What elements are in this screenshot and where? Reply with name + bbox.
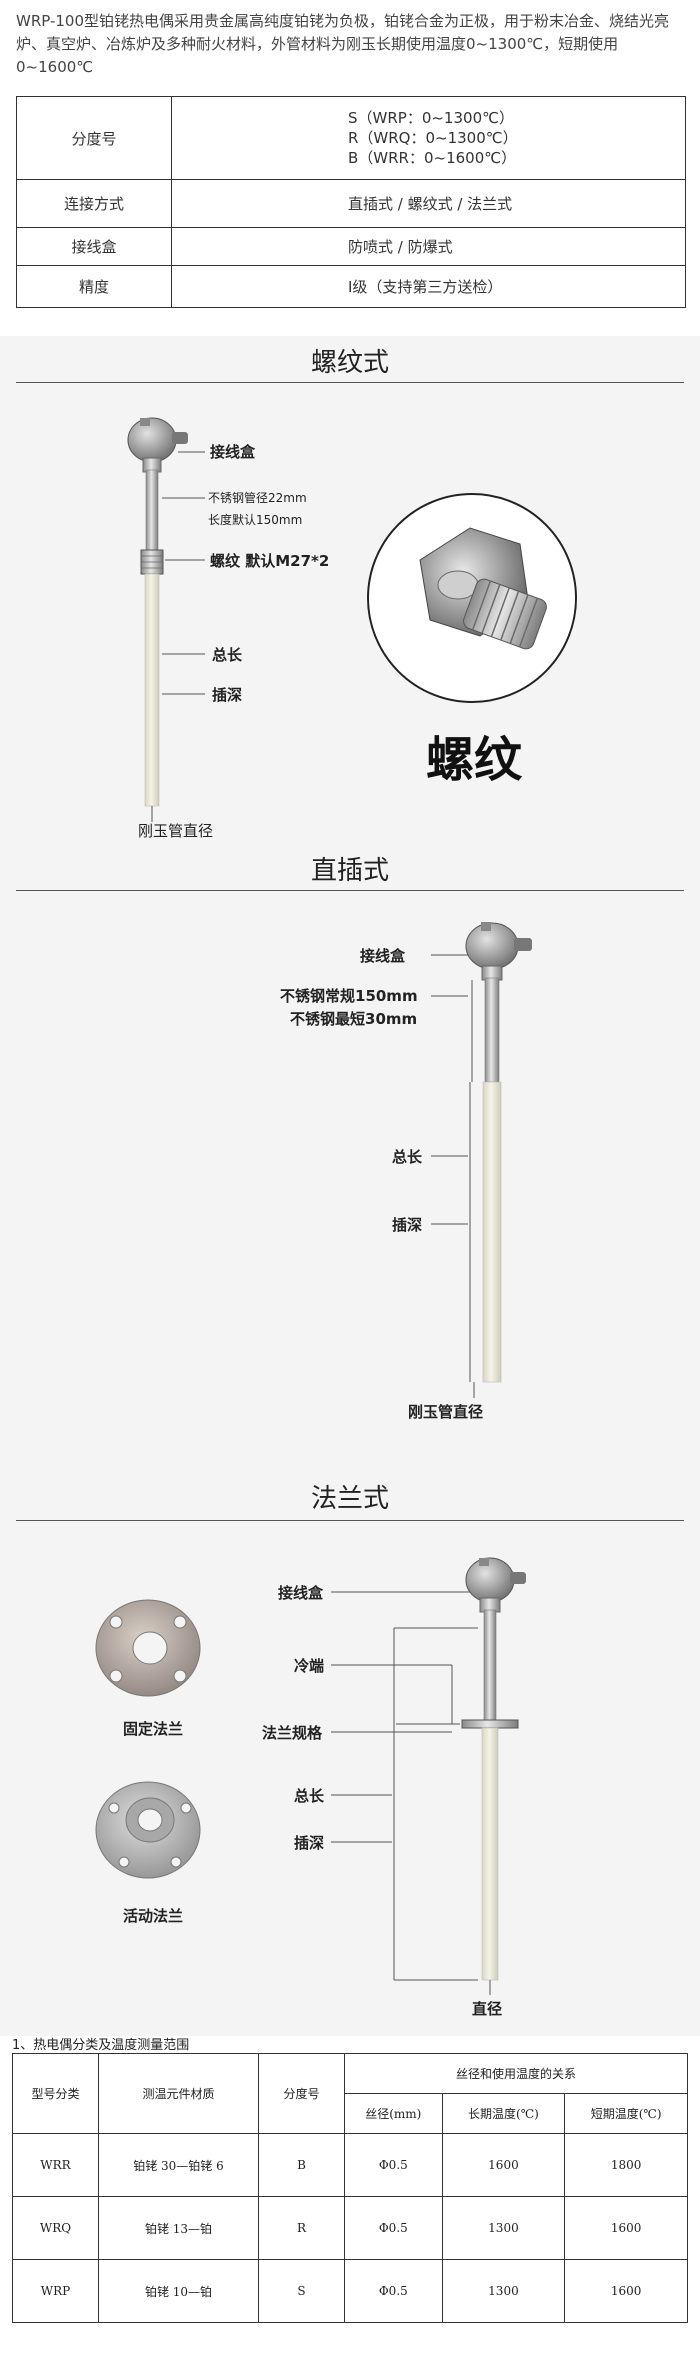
spec-line: S（WRP：0~1300℃） [348,109,514,127]
spec-key: 分度号 [16,96,172,180]
flange-rule [16,1520,684,1521]
fixed-flange-caption: 固定法兰 [123,1720,184,1738]
straight-thermocouple [431,922,532,1398]
table-header: 型号分类 [12,2053,99,2134]
spec-table: 分度号 S（WRP：0~1300℃） R（WRQ：0~1300℃） B（WRR：… [16,96,686,308]
threaded-tube-label: 不锈钢管径22mm [208,491,307,505]
straight-title: 直插式 [310,856,389,886]
table-subheader: 长期温度(℃) [441,2093,566,2134]
threaded-fitting-photo [367,493,577,703]
threaded-thread-label: 螺纹 默认M27*2 [210,552,330,570]
threaded-depth-label: 插深 [212,686,243,704]
table-subheader: 丝径(mm) [344,2093,443,2134]
table-cell: 铂铑 13—铂 [98,2196,259,2260]
table-cell: 1600 [564,2259,688,2323]
table-cell: Φ0.5 [344,2133,443,2197]
spec-value: Ⅰ级（支持第三方送检） [171,265,686,308]
threaded-photo-caption: 螺纹 [426,732,523,788]
straight-diameter-label: 刚玉管直径 [408,1403,484,1421]
table-cell: 铂铑 10—铂 [98,2259,259,2323]
table-cell: WRQ [12,2196,99,2260]
flange-thermocouple [331,1557,526,1995]
threaded-thermocouple [127,417,205,822]
threaded-total-label: 总长 [212,646,243,664]
straight-total-label: 总长 [392,1148,423,1166]
fixed-flange-photo [95,1599,201,1697]
spec-row: 连接方式 直插式 / 螺纹式 / 法兰式 [16,179,686,228]
movable-flange-caption: 活动法兰 [123,1907,184,1925]
threaded-length-label: 长度默认150mm [208,513,303,527]
table-cell: 1800 [564,2133,688,2197]
table-cell: 1300 [441,2196,566,2260]
spec-row: 分度号 S（WRP：0~1300℃） R（WRQ：0~1300℃） B（WRR：… [16,96,686,180]
table-row: WRQ 铂铑 13—铂 R Φ0.5 1300 1600 [12,2196,688,2260]
diagram-background [0,336,700,2036]
thermocouple-table: 型号分类 测温元件材质 分度号 丝径和使用温度的关系 丝径(mm) 长期温度(℃… [12,2053,688,2323]
spec-row: 精度 Ⅰ级（支持第三方送检） [16,265,686,308]
table-cell: B [258,2133,345,2197]
table-cell: Φ0.5 [344,2259,443,2323]
straight-std-label: 不锈钢常规150mm [280,987,418,1005]
table-subheader: 短期温度(℃) [564,2093,688,2134]
flange-title: 法兰式 [310,1484,389,1514]
threaded-box-label: 接线盒 [210,443,256,461]
table-cell: WRP [12,2259,99,2323]
table-cell: WRR [12,2133,99,2197]
threaded-diameter-label: 刚玉管直径 [138,822,214,840]
thermocouple-diagrams [16,382,684,1995]
spec-line: R（WRQ：0~1300℃） [348,129,518,147]
straight-min-label: 不锈钢最短30mm [290,1010,418,1028]
table-cell: R [258,2196,345,2260]
flange-box-label: 接线盒 [278,1584,324,1602]
flange-depth-label: 插深 [294,1834,325,1852]
table-cell: Φ0.5 [344,2196,443,2260]
intro-text: WRP-100型铂铑热电偶采用贵金属高纯度铂铑为负极，铂铑合金为正极，用于粉末冶… [16,12,670,76]
flange-cold-label: 冷端 [294,1657,325,1675]
table-header: 分度号 [258,2053,345,2134]
spec-key: 连接方式 [16,179,172,228]
spec-row: 接线盒 防喷式 / 防爆式 [16,227,686,266]
flange-spec-label: 法兰规格 [262,1724,323,1742]
straight-rule [16,890,684,891]
table-header: 丝径和使用温度的关系 [344,2053,688,2094]
spec-value: S（WRP：0~1300℃） R（WRQ：0~1300℃） B（WRR：0~16… [171,96,686,180]
table-cell: S [258,2259,345,2323]
table-cell: 1300 [441,2259,566,2323]
straight-box-label: 接线盒 [360,947,406,965]
table-cell: 铂铑 30—铂铑 6 [98,2133,259,2197]
spec-value: 直插式 / 螺纹式 / 法兰式 [171,179,686,228]
spec-key: 接线盒 [16,227,172,266]
table-row: WRR 铂铑 30—铂铑 6 B Φ0.5 1600 1800 [12,2133,688,2197]
table-header: 测温元件材质 [98,2053,259,2134]
straight-depth-label: 插深 [392,1216,423,1234]
threaded-rule [16,382,684,383]
flange-total-label: 总长 [294,1787,325,1805]
table-row: WRP 铂铑 10—铂 S Φ0.5 1300 1600 [12,2259,688,2323]
flange-diameter-label: 直径 [472,2000,503,2018]
spec-line: B（WRR：0~1600℃） [348,149,517,167]
threaded-title: 螺纹式 [310,348,389,378]
table-header-row: 型号分类 测温元件材质 分度号 丝径和使用温度的关系 [12,2053,688,2134]
table-caption: 1、热电偶分类及温度测量范围 [12,2038,190,2053]
movable-flange-photo [95,1781,201,1879]
table-cell: 1600 [564,2196,688,2260]
table-cell: 1600 [441,2133,566,2197]
